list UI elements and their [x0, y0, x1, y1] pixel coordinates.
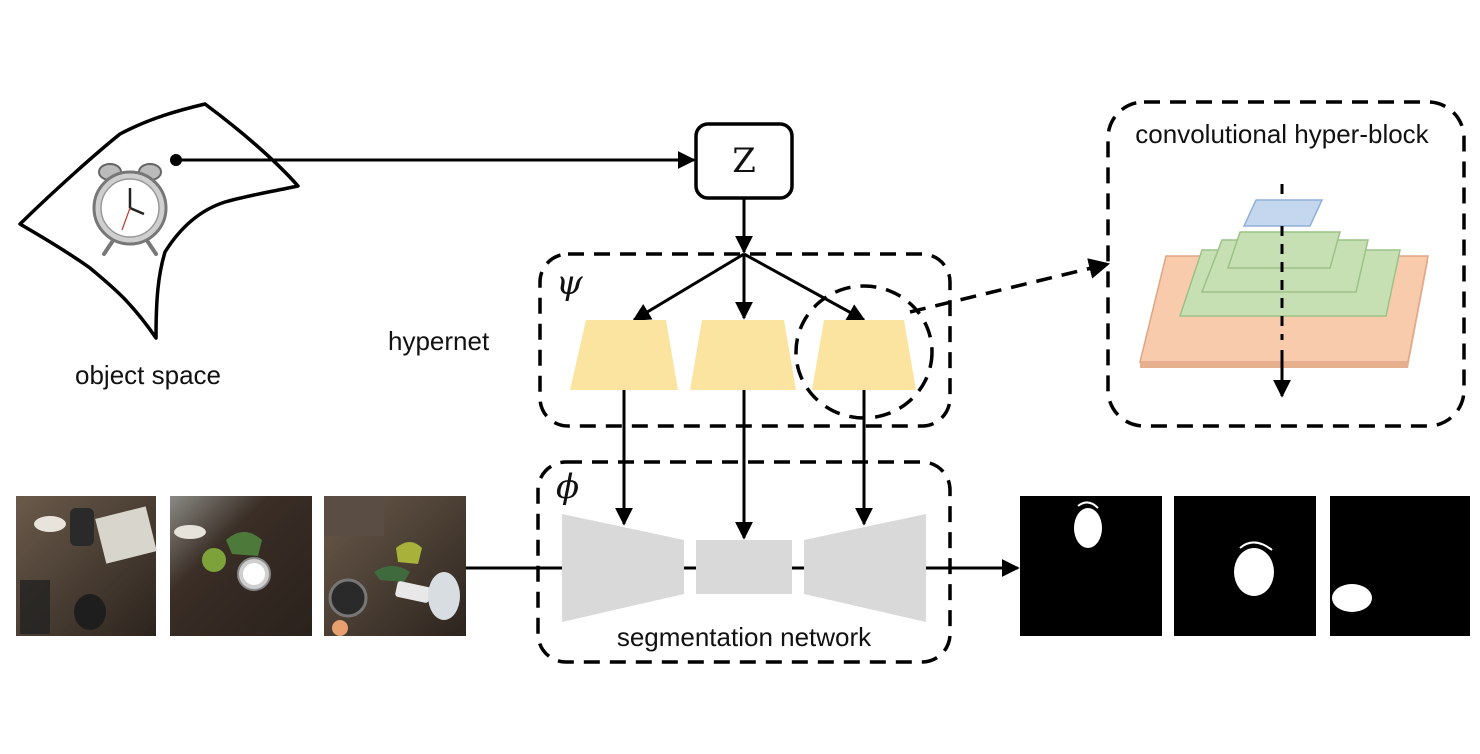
scene-photo-2	[170, 496, 312, 636]
hyper-block-label: convolutional hyper-block	[1135, 119, 1429, 149]
segnet-dashed-box	[536, 460, 952, 664]
hypernet-arrow-left	[632, 252, 745, 322]
hyper-block-2	[690, 320, 796, 390]
segnet-label: segmentation network	[617, 622, 872, 652]
latent-label: Z	[732, 141, 756, 181]
segmentation-network-group: ϕ segmentation network	[466, 390, 1020, 664]
object-space: object space	[18, 102, 300, 390]
scene-photo-3	[324, 496, 466, 636]
mask-3	[1330, 496, 1470, 636]
output-masks	[1020, 496, 1470, 636]
alarm-clock-icon	[92, 163, 168, 256]
decoder-block	[804, 514, 926, 622]
hypernet-group: ψ hypernet	[388, 252, 952, 428]
bottleneck-block	[696, 540, 792, 594]
mask-2	[1174, 496, 1316, 636]
object-space-label: object space	[75, 360, 221, 390]
hyper-block-detail-box	[1106, 100, 1466, 428]
layer-blue	[1242, 199, 1324, 227]
mask-1	[1020, 496, 1162, 636]
layer-green-2	[1226, 231, 1341, 269]
latent-code: Z	[694, 122, 794, 200]
segnet-symbol: ϕ	[556, 467, 579, 507]
hyper-block-1	[570, 320, 678, 390]
input-images	[16, 496, 466, 636]
scene-photo-1	[16, 496, 157, 636]
hypernet-arrow-right	[743, 252, 866, 322]
encoder-block	[562, 514, 684, 622]
hypernet-symbol: ψ	[556, 263, 583, 303]
hyper-block-3	[812, 320, 916, 390]
hyper-block-detail: convolutional hyper-block	[1106, 100, 1466, 428]
hypernet-label: hypernet	[388, 326, 490, 356]
zoom-arrow	[909, 258, 1111, 314]
